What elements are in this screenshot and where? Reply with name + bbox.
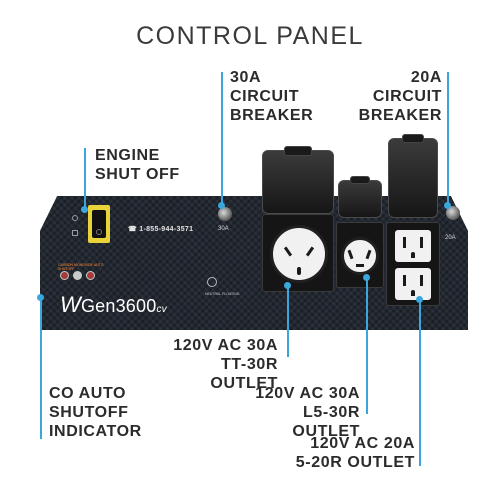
l530r-cover-latch: [350, 176, 370, 184]
engine-on-icon: [72, 215, 78, 221]
callout-co-auto-shutoff: CO AUTO SHUTOFF INDICATOR: [49, 385, 142, 440]
breaker-20a-label: 20A: [445, 235, 456, 241]
brand-cv: cv: [156, 304, 167, 315]
engine-off-icon: [72, 230, 78, 236]
support-phone: ☎ 1-855-944-3571: [128, 225, 193, 233]
co-indicator-text: CARBON MONOXIDE AUTO SHUTOFF: [58, 263, 104, 271]
tt30r-slot-icon: [297, 267, 301, 275]
leader-engine-shutoff: [84, 148, 86, 210]
leader-dot: [363, 274, 370, 281]
callout-tt30r-outlet: 120V AC 30A TT-30R OUTLET: [173, 337, 278, 392]
brand-w: W: [60, 292, 81, 317]
520r-slot-icon: [420, 275, 423, 286]
520r-slot-icon: [411, 252, 415, 258]
engine-shutoff-switch[interactable]: [92, 210, 106, 238]
leader-dot: [37, 294, 44, 301]
520r-slot-icon: [420, 237, 423, 248]
brand-logo: WGen3600cv: [60, 292, 167, 318]
callout-30a-breaker: 30A CIRCUIT BREAKER: [230, 69, 314, 124]
leader-dot: [284, 282, 291, 289]
leader-dot: [416, 296, 423, 303]
leader-dot: [81, 206, 88, 213]
leader-tt30r: [287, 285, 289, 357]
tt30r-cover-latch: [284, 146, 312, 156]
leader-520r: [419, 300, 421, 466]
l530r-outlet-cover[interactable]: [338, 180, 382, 218]
co-light-icon: [60, 271, 69, 280]
tt30r-outlet-cover[interactable]: [262, 150, 334, 214]
phone-icon: ☎: [128, 226, 140, 233]
support-phone-number: 1-855-944-3571: [139, 226, 194, 233]
l530r-outlet[interactable]: [341, 237, 379, 275]
breaker-20a-button[interactable]: [446, 206, 460, 220]
co-light-icon: [73, 271, 82, 280]
leader-30a-breaker: [221, 72, 223, 207]
leader-dot: [218, 202, 225, 209]
leader-dot: [444, 202, 451, 209]
520r-outlet-cover[interactable]: [388, 138, 438, 218]
callout-520r-outlet: 120V AC 20A 5-20R OUTLET: [295, 435, 415, 471]
leader-l530r: [366, 278, 368, 414]
leader-co-auto: [40, 297, 42, 439]
callout-l530r-outlet: 120V AC 30A L5-30R OUTLET: [255, 385, 360, 440]
page-title: CONTROL PANEL: [136, 22, 364, 50]
callout-20a-breaker: 20A CIRCUIT BREAKER: [358, 69, 442, 124]
breaker-30a-label: 30A: [218, 226, 229, 232]
l530r-slot-icon: [356, 264, 364, 267]
520r-cover-latch: [402, 134, 424, 143]
breaker-30a-button[interactable]: [218, 207, 232, 221]
co-light-icon: [86, 271, 95, 280]
callout-engine-shutoff: ENGINE SHUT OFF: [95, 147, 180, 183]
neutral-floating-text: NEUTRAL FLOATING: [205, 292, 240, 296]
leader-20a-breaker: [447, 72, 449, 207]
520r-slot-icon: [411, 290, 415, 296]
switch-off-mark-icon: [96, 229, 102, 235]
brand-gen: Gen3600: [80, 296, 157, 316]
520r-slot-icon: [403, 237, 406, 248]
ground-icon: [207, 277, 217, 287]
520r-slot-icon: [403, 275, 406, 286]
co-indicator-lights: [60, 271, 100, 283]
